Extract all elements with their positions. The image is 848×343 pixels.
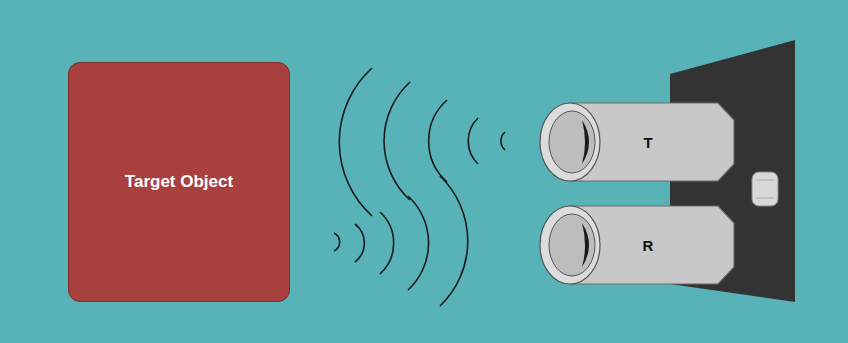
sensor-label: T [643,134,652,151]
cylinder-shadow [582,120,589,164]
wave-arc [440,176,468,306]
switch-detail [756,180,774,181]
emitted-waves [339,68,505,216]
wave-arc [384,82,410,200]
cylinder-mouth [549,111,595,173]
receiver-cylinder: R [538,205,736,285]
wave-arc [408,196,429,290]
cylinder-outline [538,102,736,182]
reflected-waves [334,176,468,306]
wave-arc [380,212,394,274]
transmitter-cylinder: T [538,102,736,182]
cylinder-mouth [549,214,595,276]
wave-arc [339,68,372,216]
cylinder-rim [540,103,600,181]
wave-arc [334,233,340,251]
wave-arc [355,224,364,262]
wave-arc [501,132,505,150]
sensor-label: R [643,237,654,254]
cylinder-outline [538,205,736,285]
cylinder-shadow [582,223,589,267]
cylinder-rim [540,206,600,284]
board-switch [752,172,778,206]
target-object-box: Target Object [68,62,290,302]
wave-arc [429,100,447,182]
wave-arc [468,118,478,164]
object-label: Target Object [125,172,233,192]
switch-detail [756,198,774,199]
